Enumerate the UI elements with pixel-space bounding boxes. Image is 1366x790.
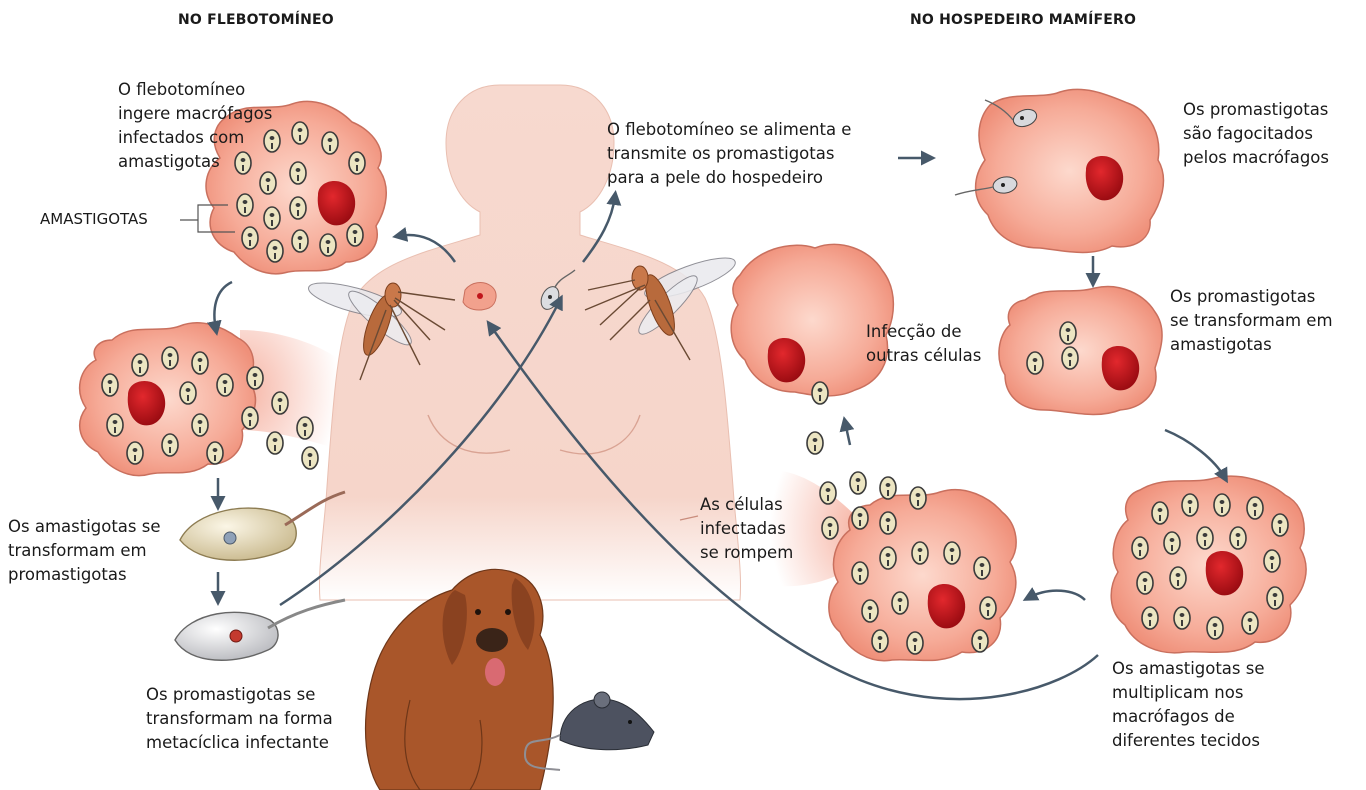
promastigote-procyclic bbox=[180, 492, 345, 560]
label-feeds: O flebotomíneo se alimenta e transmite o… bbox=[607, 118, 851, 190]
label-metacyclic: Os promastigotas se transformam na forma… bbox=[146, 683, 333, 755]
label-multiply: Os amastigotas se multiplicam nos macróf… bbox=[1112, 657, 1265, 753]
macrophage-multiplying bbox=[1111, 476, 1306, 653]
label-amastigotes-to-promastigotes: Os amastigotas se transformam em promast… bbox=[8, 515, 161, 587]
skin-infected-cell bbox=[463, 283, 496, 310]
label-transform-amastigotas: Os promastigotas se transformam em amast… bbox=[1170, 285, 1333, 357]
header-mammal-host: NO HOSPEDEIRO MAMÍFERO bbox=[910, 12, 1136, 28]
macrophage-rupturing bbox=[770, 432, 1016, 661]
label-amastigotas: AMASTIGOTAS bbox=[40, 210, 148, 228]
label-phagocytosis: Os promastigotas são fagocitados pelos m… bbox=[1183, 98, 1329, 170]
macrophage-phagocytosis bbox=[955, 89, 1163, 252]
label-cells-rupture: As células infectadas se rompem bbox=[700, 493, 793, 565]
promastigote-metacyclic bbox=[175, 600, 345, 660]
label-ingest: O flebotomíneo ingere macrófagos infecta… bbox=[118, 78, 272, 174]
label-infection-other-cells: Infecção de outras células bbox=[866, 320, 981, 368]
macrophage-transforming bbox=[999, 287, 1162, 415]
header-sandfly: NO FLEBOTOMÍNEO bbox=[178, 12, 334, 28]
macrophage-bursting-left bbox=[80, 323, 340, 476]
